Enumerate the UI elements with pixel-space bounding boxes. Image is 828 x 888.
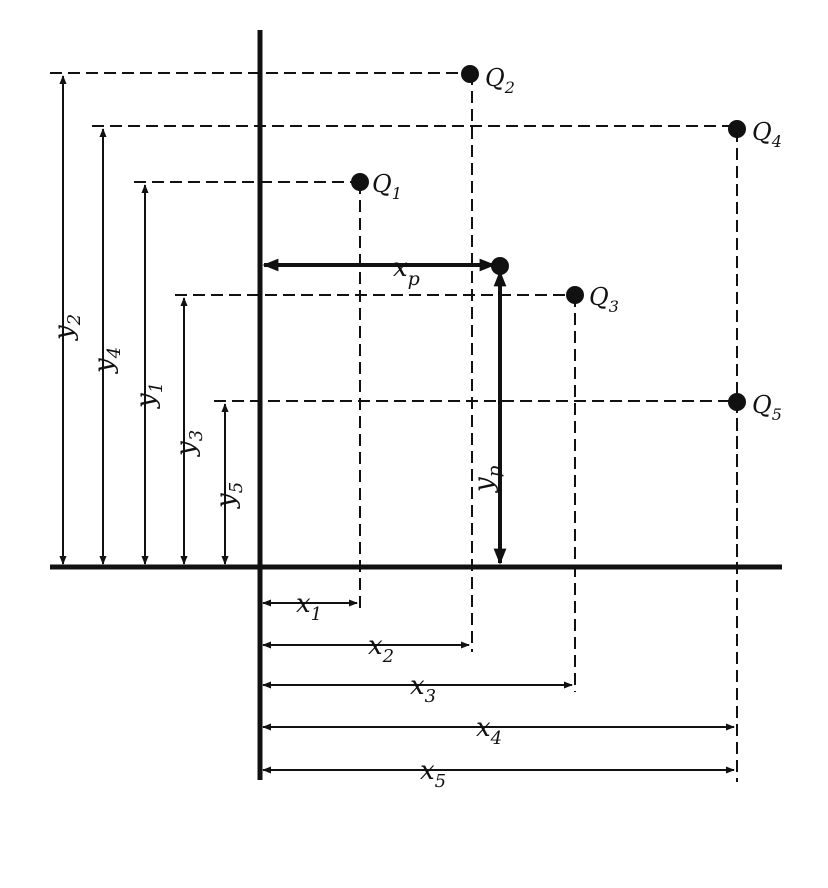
y5-label: y5 [211,482,247,509]
xp-label: xp [393,253,420,290]
q4-point [728,120,746,138]
y3-label: y3 [171,430,207,457]
q2-label: Q2 [485,64,515,97]
q2-point [461,65,479,83]
y2-label: y2 [49,314,85,341]
q5-label: Q5 [752,391,782,424]
q4-label: Q4 [752,118,782,151]
q3-point [566,286,584,304]
x2-label: x2 [368,631,394,667]
x4-label: x4 [476,713,502,749]
x1-label: x1 [296,589,322,625]
q3-label: Q3 [589,283,619,316]
yp-label: yp [469,465,505,493]
resultant-point [491,257,509,275]
x5-label: x5 [420,756,446,792]
q1-point [351,173,369,191]
q1-label: Q1 [372,170,402,203]
q5-point [728,393,746,411]
y4-label: y4 [89,347,125,374]
x3-label: x3 [410,671,436,707]
y1-label: y1 [131,382,167,409]
